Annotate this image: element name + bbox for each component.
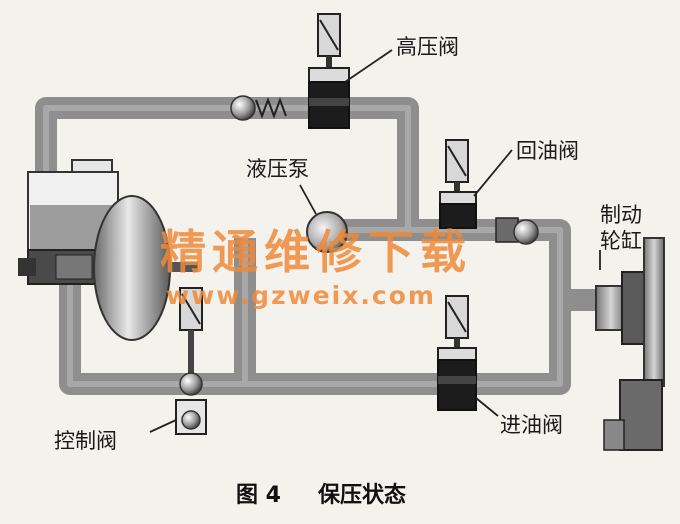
label-hydraulic-pump: 液压泵 (246, 157, 309, 181)
brake-cylinder (595, 237, 665, 451)
return-valve[interactable] (439, 139, 477, 229)
control-valve[interactable] (175, 287, 207, 435)
brake-booster (93, 195, 198, 341)
watermark-text: 精通维修下载 (160, 225, 472, 279)
caption-figure-number: 图 4 (236, 483, 281, 508)
label-brake-cylinder: 制动 轮缸 (600, 203, 649, 253)
label-control-valve: 控制阀 (54, 429, 117, 453)
label-return-valve: 回油阀 (516, 139, 579, 163)
check-ball-right (495, 217, 539, 245)
watermark-url: www.gzweix.com (166, 281, 436, 310)
label-high-pressure-valve: 高压阀 (396, 35, 459, 59)
check-valve-top (230, 95, 287, 121)
high-pressure-valve[interactable] (308, 13, 350, 129)
pipe-right-return (230, 300, 571, 395)
leader-lines (149, 49, 601, 433)
label-brake-cylinder-line2: 轮缸 (600, 229, 642, 253)
label-inlet-valve: 进油阀 (500, 413, 563, 437)
caption-title: 保压状态 (317, 482, 406, 508)
label-brake-cylinder-line1: 制动 (600, 203, 642, 227)
hydraulic-pump (306, 211, 348, 253)
inlet-valve[interactable] (437, 295, 477, 411)
